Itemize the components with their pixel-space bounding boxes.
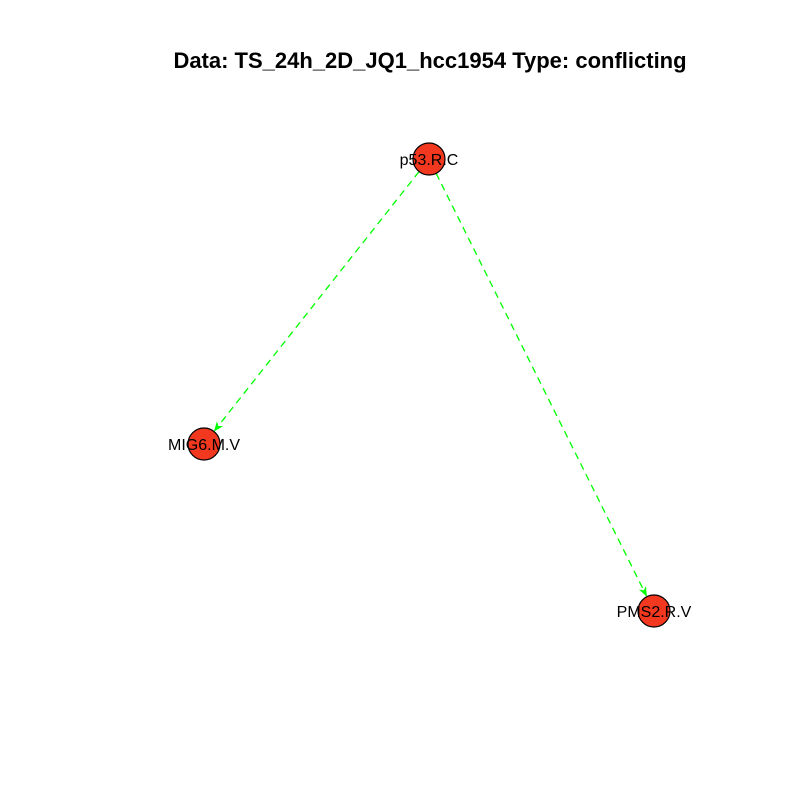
edge-p53-to-mig6 [213,171,420,432]
node-circle [637,594,671,628]
node-mig6: MIG6.M.V [168,427,240,461]
node-p53: p53.R.C [400,142,459,176]
plot-title: Data: TS_24h_2D_JQ1_hcc1954 Type: confli… [173,48,687,73]
edge-p53-to-pms2 [435,173,648,597]
node-label: MIG6.M.V [168,437,240,454]
node-pms2: PMS2.R.V [617,594,692,628]
node-circle [187,427,221,461]
node-circle [412,142,446,176]
nodes-layer: p53.R.C MIG6.M.V PMS2.R.V [168,142,692,628]
node-label: PMS2.R.V [617,604,692,621]
node-label: p53.R.C [400,152,459,169]
edges-layer [213,171,648,597]
